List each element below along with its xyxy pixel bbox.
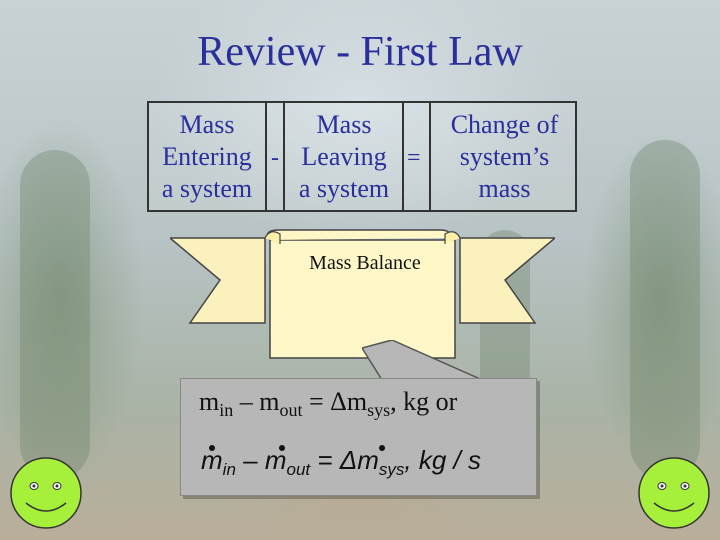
rate-dot xyxy=(379,445,385,451)
equation-unit: , kg / s xyxy=(404,445,481,475)
equation-subscript: in xyxy=(219,400,234,421)
equation-term: m xyxy=(201,445,223,475)
smiley-face-icon xyxy=(10,457,82,529)
equation-operator: – xyxy=(235,445,265,475)
equation-operator: = xyxy=(310,445,340,475)
equation-term: Δm xyxy=(339,445,379,475)
equation-term: m xyxy=(264,445,287,475)
table-divider xyxy=(265,103,267,210)
mass-balance-label: Mass Balance xyxy=(309,252,421,274)
mass-leaving-line: a system xyxy=(298,174,390,203)
equation-unit: , kg or xyxy=(390,387,458,416)
equation-subscript: in xyxy=(222,460,236,480)
scroll-banner-shape xyxy=(170,229,555,359)
background-cactus xyxy=(20,150,90,480)
minus-operator: - xyxy=(271,145,279,171)
equation-per-mass: min – mout = Δmsys, kg or xyxy=(199,387,457,421)
rate-dot xyxy=(279,445,285,451)
rate-dot xyxy=(209,445,215,451)
equation-subscript: out xyxy=(286,460,311,480)
background-cactus xyxy=(630,140,700,480)
equation-subscript: out xyxy=(279,400,303,421)
equation-subscript: sys xyxy=(367,400,391,421)
mass-entering-line: Entering xyxy=(162,142,252,171)
change-of-mass-line: Change of xyxy=(450,110,559,139)
mass-entering-line: Mass xyxy=(179,110,235,139)
mass-balance-scroll: Mass Balance xyxy=(170,228,555,363)
mass-entering-cell: Mass Entering a system xyxy=(151,109,263,205)
mass-leaving-line: Leaving xyxy=(301,142,387,171)
equation-operator: = xyxy=(302,387,331,416)
equation-subscript: sys xyxy=(378,460,405,480)
smiley-face-icon xyxy=(638,457,710,529)
table-divider xyxy=(429,103,431,210)
mass-entering-line: a system xyxy=(161,174,253,203)
change-of-mass-line: system’s xyxy=(459,142,550,171)
mass-leaving-cell: Mass Leaving a system xyxy=(287,109,401,205)
equation-term: Δm xyxy=(330,387,368,416)
equation-rate-form: min – mout = Δmsys, kg / s xyxy=(201,445,481,480)
mass-leaving-line: Mass xyxy=(316,110,372,139)
table-divider xyxy=(283,103,285,210)
mass-balance-equation-box: min – mout = Δmsys, kg or min – mout = Δ… xyxy=(180,378,537,496)
page-title: Review - First Law xyxy=(197,29,523,75)
equation-term: m xyxy=(259,387,280,416)
equation-term: m xyxy=(199,387,220,416)
change-of-mass-cell: Change of system’s mass xyxy=(432,109,577,205)
equals-operator: = xyxy=(407,145,421,171)
table-divider xyxy=(402,103,404,210)
mass-definition-table: Mass Entering a system - Mass Leaving a … xyxy=(147,101,577,212)
change-of-mass-line: mass xyxy=(478,174,531,203)
equation-operator: – xyxy=(233,387,260,416)
